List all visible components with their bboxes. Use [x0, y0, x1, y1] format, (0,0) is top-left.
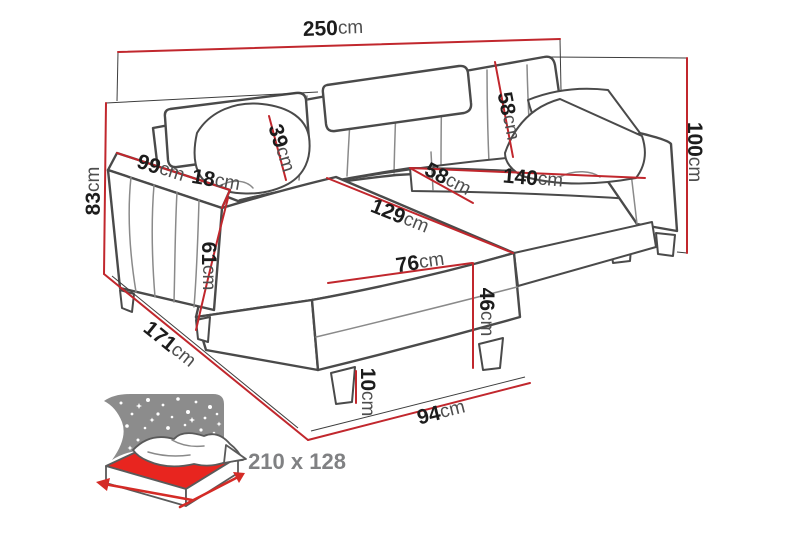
chaise-left-leg: [195, 316, 211, 343]
dim-chaise-width-line: [327, 262, 473, 284]
sleeping-area-label: 210 x 128: [248, 449, 346, 474]
dim-back-height-line: [103, 102, 107, 275]
dim-armrest-depth-line: [116, 152, 231, 191]
dim-back-height-label: 83cm: [82, 167, 105, 216]
sofa-bed-function-icon: 210 x 128: [96, 394, 346, 509]
bed-length-arrow: [178, 475, 240, 509]
dim-front-width-label: 94cm: [415, 395, 468, 429]
bed-width-arrow: [102, 482, 194, 502]
right-armrest-leg: [655, 232, 676, 257]
bed-duvet: [132, 432, 244, 468]
bed-duvet-fold-2: [147, 451, 191, 457]
dimension-lines: [103, 38, 688, 441]
dim-seat-height-label: 46cm: [476, 288, 499, 337]
dim-front-width-line: [307, 382, 531, 441]
dim-headrest-height-label: 58cm: [493, 90, 525, 142]
dim-total-width-label: 250cm: [302, 15, 363, 40]
left-armrest-front: [106, 168, 224, 312]
dim-seat-width-label: 140cm: [502, 164, 564, 192]
dimension-labels: 250cm 83cm 99cm 18cm 39cm 58cm 58cm 140c…: [82, 15, 707, 429]
chaise-front-face: [310, 251, 522, 372]
dim-armrest-width-label: 18cm: [190, 164, 242, 195]
dim-seat-width-line: [409, 167, 646, 179]
dim-total-width-line: [117, 38, 561, 53]
bed-blanket-corner: [223, 444, 247, 464]
dim-leg-height-label: 10cm: [357, 368, 380, 417]
chaise-front-seam: [315, 286, 518, 338]
dim-headrest-height-line: [494, 61, 514, 158]
bed-width-arrowhead: [96, 478, 110, 491]
dim-side-depth-line: [103, 273, 309, 441]
bed-duvet-fold-1: [171, 439, 205, 448]
left-armrest-stripes: [128, 176, 200, 308]
extension-lines: [105, 38, 688, 432]
dim-armrest-width-line: [221, 189, 231, 209]
dim-armrest-height-line: [195, 197, 229, 331]
dim-corner-seat-width-line: [409, 167, 474, 204]
bed-length-arrowhead: [233, 472, 245, 483]
body-front-right: [513, 221, 657, 287]
dim-chaise-length-line: [326, 177, 514, 254]
dim-total-height-label: 100cm: [684, 122, 707, 182]
chaise-front-leg-right: [478, 337, 504, 371]
sofa-drawing: [106, 55, 679, 405]
headrest-right: [321, 64, 473, 133]
dim-chaise-width-label: 76cm: [394, 247, 445, 277]
chaise-front-leg-left: [330, 366, 356, 405]
seat-cushion-seam: [430, 151, 434, 191]
dim-armrest-height-label: 61cm: [198, 242, 221, 291]
dim-backrest-height-line: [268, 115, 287, 181]
